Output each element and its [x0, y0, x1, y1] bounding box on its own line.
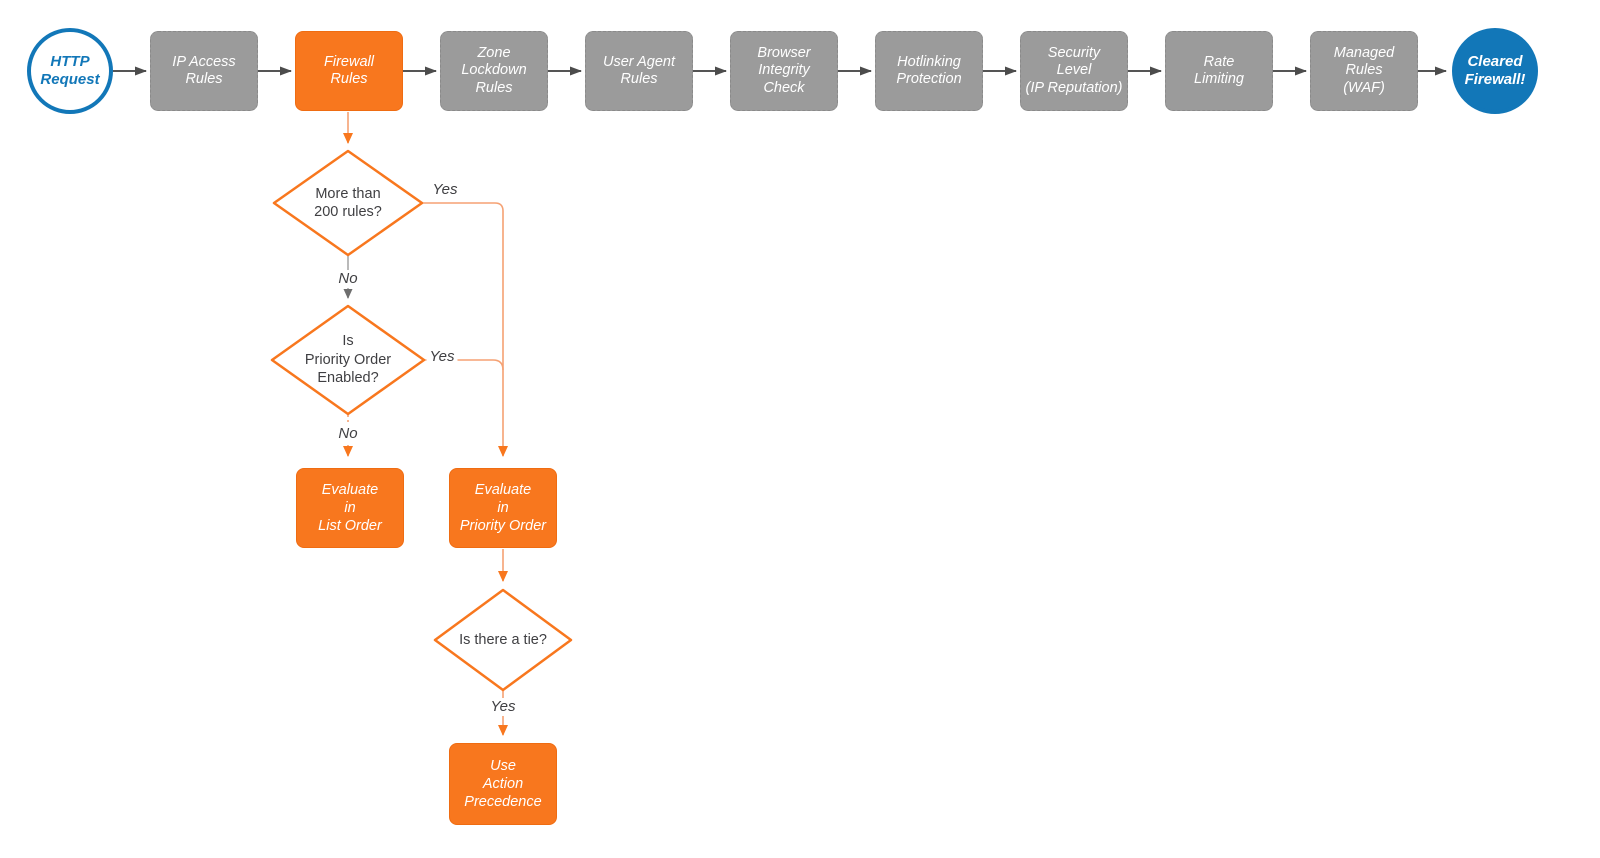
node-label: Managed Rules (WAF)	[1333, 44, 1395, 96]
node-evaluate-in-list-order: Evaluate in List Order	[296, 468, 404, 548]
node-label: Hotlinking Protection	[896, 53, 962, 88]
decision1-diamond-shape	[272, 149, 424, 257]
node-hotlinking-protection: Hotlinking Protection	[875, 31, 983, 111]
node-label: Browser Integrity Check	[757, 44, 811, 96]
decision3-is-there-a-tie: Is there a tie?	[437, 592, 569, 688]
end-node-cleared-firewall: Cleared Firewall!	[1452, 28, 1538, 114]
node-label: Zone Lockdown Rules	[461, 44, 527, 96]
decision-label: Is Priority Order Enabled?	[304, 333, 392, 387]
node-label: Evaluate in List Order	[318, 482, 382, 534]
edge-label-decision1-no: No	[335, 270, 361, 288]
node-managed-rules-waf: Managed Rules (WAF)	[1310, 31, 1418, 111]
end-node-label: Cleared Firewall!	[1464, 52, 1526, 89]
node-ip-access-rules: IP Access Rules	[150, 31, 258, 111]
node-browser-integrity-check: Browser Integrity Check	[730, 31, 838, 111]
node-label: Firewall Rules	[324, 53, 374, 88]
node-label: Rate Limiting	[1194, 53, 1244, 88]
start-node-http-request: HTTP Request	[27, 28, 113, 114]
node-label: Use Action Precedence	[464, 758, 542, 810]
decision-label: More than 200 rules?	[314, 185, 382, 221]
edge-decision2-yes-merge	[424, 359, 504, 371]
decision3-diamond-shape	[433, 588, 573, 692]
edge-label-decision2-no: No	[335, 425, 361, 443]
node-label: User Agent Rules	[603, 53, 675, 88]
start-node-label: HTTP Request	[40, 52, 100, 89]
edge-decision1-yes-to-priority-order	[422, 202, 508, 457]
node-zone-lockdown-rules: Zone Lockdown Rules	[440, 31, 548, 111]
decision-shapes	[270, 149, 573, 692]
node-firewall-rules: Firewall Rules	[295, 31, 403, 111]
node-label: IP Access Rules	[172, 53, 236, 88]
decision1-more-than-200-rules: More than 200 rules?	[276, 153, 420, 253]
node-user-agent-rules: User Agent Rules	[585, 31, 693, 111]
decision-label: Is there a tie?	[459, 631, 547, 648]
decision2-diamond-shape	[270, 304, 426, 416]
node-label: Security Level (IP Reputation)	[1025, 44, 1123, 96]
branch-connectors	[343, 112, 508, 736]
node-label: Evaluate in Priority Order	[459, 482, 547, 534]
edge-label-decision1-yes: Yes	[429, 181, 461, 199]
edge-label-decision3-yes: Yes	[487, 698, 519, 716]
decision2-priority-order-enabled: Is Priority Order Enabled?	[272, 308, 424, 412]
node-rate-limiting: Rate Limiting	[1165, 31, 1273, 111]
node-evaluate-in-priority-order: Evaluate in Priority Order	[449, 468, 557, 548]
node-use-action-precedence: Use Action Precedence	[449, 743, 557, 825]
node-security-level: Security Level (IP Reputation)	[1020, 31, 1128, 111]
edge-label-decision2-yes: Yes	[426, 348, 458, 366]
